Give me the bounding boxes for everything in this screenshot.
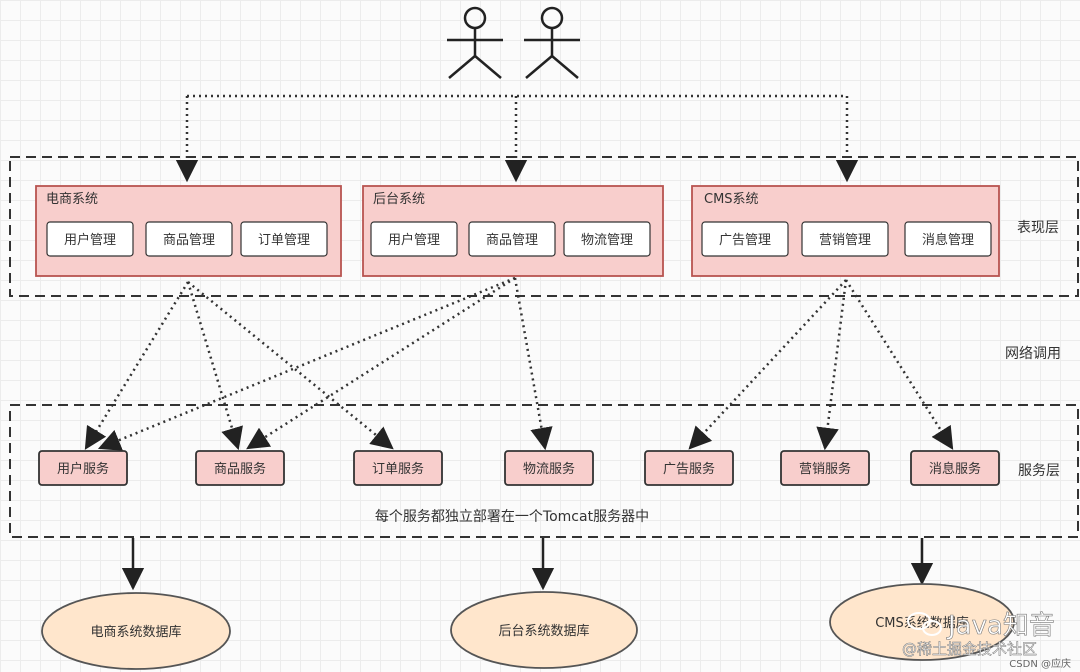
module-label: 物流管理 [581, 233, 633, 248]
database-label: 电商系统数据库 [90, 624, 181, 640]
service-box [195, 450, 285, 486]
system-cms: CMS系统 广告管理 营销管理 消息管理 [691, 185, 1000, 277]
watermark: Java知音 @稀土掘金技术社区 CSDN @应庆 [902, 611, 1071, 670]
system-title: CMS系统 [704, 192, 759, 207]
service-box [644, 450, 734, 486]
module-label: 商品管理 [486, 233, 538, 248]
service-label: 广告服务 [663, 461, 715, 477]
service-box [910, 450, 1000, 486]
service-box [504, 450, 594, 486]
system-title: 后台系统 [373, 192, 425, 207]
module-label: 订单管理 [258, 233, 310, 248]
network-call-arrows [84, 276, 954, 451]
deploy-note: 每个服务都独立部署在一个Tomcat服务器中 [375, 509, 649, 525]
service-label: 营销服务 [799, 461, 851, 477]
system-backend: 后台系统 用户管理 商品管理 物流管理 [362, 185, 664, 277]
database-cms: CMS系统数据库 [829, 583, 1015, 661]
user-connectors [175, 94, 859, 183]
module-box [370, 221, 458, 257]
module-box [145, 221, 233, 257]
service-label: 物流服务 [523, 461, 575, 477]
system-title: 电商系统 [46, 192, 98, 207]
service-box [353, 450, 443, 486]
module-label: 用户管理 [388, 232, 440, 248]
services: 用户服务 商品服务 订单服务 物流服务 广告服务 营销服务 消息服务 [38, 450, 1000, 486]
database-label: CMS系统数据库 [875, 615, 969, 631]
service-box [38, 450, 128, 486]
module-box [240, 221, 328, 257]
database-label: 后台系统数据库 [498, 623, 589, 639]
service-label: 订单服务 [372, 461, 424, 477]
service-label: 商品服务 [214, 461, 266, 477]
service-box [780, 450, 870, 486]
network-layer-label: 网络调用 [1005, 346, 1061, 362]
module-label: 消息管理 [922, 232, 974, 248]
wechat-icon [907, 612, 942, 636]
watermark-brand: Java知音 [946, 611, 1055, 641]
watermark-csdn: CSDN @应庆 [1009, 657, 1071, 670]
module-box [46, 221, 134, 257]
service-label: 用户服务 [57, 461, 109, 477]
module-box [701, 221, 789, 257]
module-label: 营销管理 [819, 233, 871, 248]
module-box [468, 221, 556, 257]
watermark-community: @稀土掘金技术社区 [902, 640, 1037, 658]
presentation-layer-box [9, 156, 1079, 297]
module-box [801, 221, 889, 257]
presentation-layer-label: 表现层 [1017, 220, 1059, 236]
service-layer-box [9, 404, 1079, 538]
module-box [563, 221, 651, 257]
module-label: 用户管理 [64, 232, 116, 248]
service-layer-label: 服务层 [1018, 463, 1060, 479]
database-ecommerce: 电商系统数据库 [41, 592, 231, 670]
database-backend: 后台系统数据库 [450, 591, 638, 669]
module-label: 商品管理 [163, 233, 215, 248]
user-figure-1 [447, 6, 503, 79]
service-label: 消息服务 [929, 461, 981, 477]
system-ecommerce: 电商系统 用户管理 商品管理 订单管理 [35, 185, 342, 277]
database-arrows [121, 538, 934, 591]
user-figure-2 [524, 6, 580, 79]
module-box [904, 221, 992, 257]
module-label: 广告管理 [719, 233, 771, 248]
